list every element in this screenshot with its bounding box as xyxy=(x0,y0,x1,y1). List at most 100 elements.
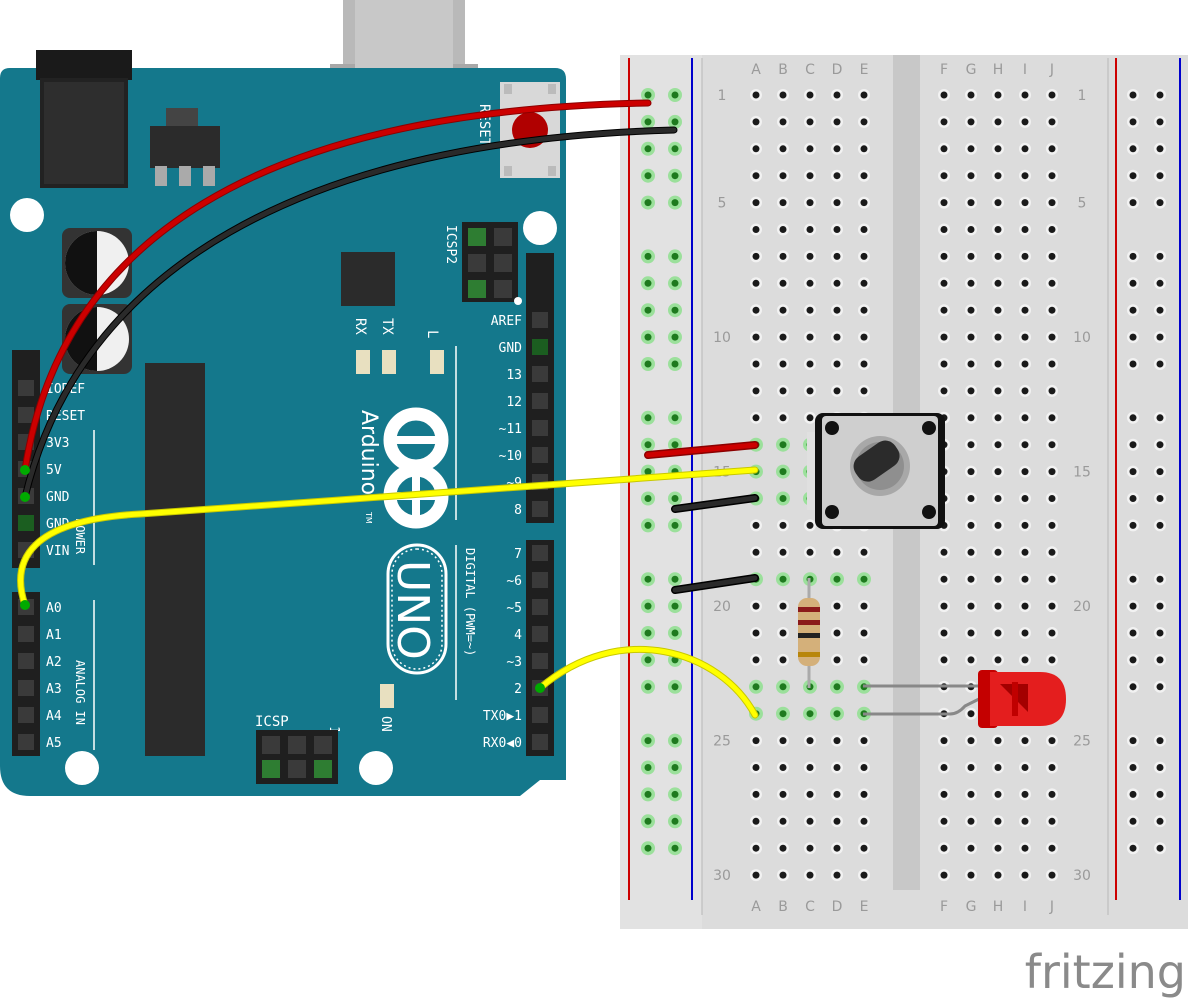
arduino-label: Arduino xyxy=(356,410,381,495)
column-label: J xyxy=(1049,62,1054,78)
digital-pin-label: ~6 xyxy=(506,574,522,589)
row-number: 5 xyxy=(1078,196,1087,212)
analog-pin xyxy=(18,680,34,696)
wire-end xyxy=(20,600,30,610)
digital-pin-label: 7 xyxy=(514,547,522,562)
mounting-hole xyxy=(359,751,393,785)
digital-pin-label: 4 xyxy=(514,628,522,643)
icsp-label: ICSP xyxy=(255,714,289,730)
analog-pin xyxy=(18,734,34,750)
analog-pin-label: A2 xyxy=(46,655,62,670)
wires xyxy=(17,99,759,719)
column-label: A xyxy=(751,62,761,78)
voltage-regulator xyxy=(166,108,198,128)
breadboard-holes xyxy=(641,88,1166,882)
column-label: B xyxy=(778,62,788,78)
digital-pin-label: ~11 xyxy=(499,422,522,437)
resistor-icon[interactable] xyxy=(798,578,820,688)
digital-pin xyxy=(532,339,548,355)
digital-pin xyxy=(532,626,548,642)
column-label: F xyxy=(940,62,948,78)
column-label: A xyxy=(751,899,761,915)
digital-pin-label: 12 xyxy=(506,395,522,410)
row-number: 15 xyxy=(1073,465,1091,481)
wire-end xyxy=(20,492,30,502)
digital-pin-label: ~10 xyxy=(499,449,522,464)
power-pin-label: 5V xyxy=(46,463,62,478)
digital-header-top xyxy=(526,253,554,523)
digital-pin xyxy=(532,312,548,328)
column-label: C xyxy=(805,899,815,915)
wire-end xyxy=(20,465,30,475)
icsp-pin1-label: 1 xyxy=(326,726,341,734)
power-pin xyxy=(18,407,34,423)
tm-label: TM xyxy=(364,511,373,524)
analog-pin xyxy=(18,626,34,642)
column-label: I xyxy=(1023,899,1027,915)
uno-label: UNO xyxy=(387,560,438,660)
rotary-potentiometer-icon[interactable] xyxy=(807,413,945,529)
analog-in-label: ANALOG IN xyxy=(73,660,87,725)
row-number: 25 xyxy=(1073,734,1091,750)
red-led-icon[interactable] xyxy=(863,670,1066,728)
digital-pin-label: 8 xyxy=(514,503,522,518)
column-label: I xyxy=(1023,62,1027,78)
l-label: L xyxy=(424,330,440,338)
capacitor xyxy=(62,228,132,298)
digital-pin xyxy=(532,393,548,409)
digital-pin-label: GND xyxy=(499,341,523,356)
mounting-hole xyxy=(65,751,99,785)
column-label: H xyxy=(993,62,1004,78)
column-label: G xyxy=(966,899,977,915)
digital-pin xyxy=(532,599,548,615)
digital-pin-label: AREF xyxy=(491,314,522,329)
pin1-dot xyxy=(514,297,522,305)
icsp2-label: ICSP2 xyxy=(443,225,458,264)
column-label: C xyxy=(805,62,815,78)
analog-pin-label: A4 xyxy=(46,709,62,724)
column-label: E xyxy=(860,899,869,915)
digital-pin-label: RX0◀0 xyxy=(483,736,522,751)
row-number: 10 xyxy=(713,330,731,346)
digital-pin xyxy=(532,447,548,463)
digital-pin-label: 2 xyxy=(514,682,522,697)
on-label: ON xyxy=(378,716,393,732)
power-jack xyxy=(36,50,132,80)
l-led xyxy=(430,350,444,374)
digital-pin-label: ~3 xyxy=(506,655,522,670)
column-label: F xyxy=(940,899,948,915)
digital-pin-label: TX0▶1 xyxy=(483,709,522,724)
digital-pin xyxy=(532,420,548,436)
digital-pin-label: ~5 xyxy=(506,601,522,616)
mounting-hole xyxy=(523,211,557,245)
digital-pin xyxy=(532,734,548,750)
icsp2-header xyxy=(462,222,518,302)
row-number: 30 xyxy=(713,868,731,884)
fritzing-watermark: fritzing xyxy=(1025,945,1186,999)
digital-pin xyxy=(532,707,548,723)
column-label: D xyxy=(832,62,843,78)
digital-pin xyxy=(532,366,548,382)
row-number: 25 xyxy=(713,734,731,750)
reset-button[interactable] xyxy=(500,82,560,178)
tx-label: TX xyxy=(379,318,395,335)
column-label: B xyxy=(778,899,788,915)
digital-pin xyxy=(532,501,548,517)
row-number: 20 xyxy=(713,599,731,615)
tx-led xyxy=(382,350,396,374)
icsp-header xyxy=(256,730,338,784)
row-number: 30 xyxy=(1073,868,1091,884)
atmega-chip xyxy=(145,363,205,756)
digital-pin xyxy=(532,653,548,669)
power-pin xyxy=(18,515,34,531)
power-pin-label: VIN xyxy=(46,544,69,559)
row-number: 1 xyxy=(1078,88,1087,104)
power-label: POWER xyxy=(73,518,87,555)
analog-pin-label: A5 xyxy=(46,736,62,751)
on-led xyxy=(380,684,394,708)
